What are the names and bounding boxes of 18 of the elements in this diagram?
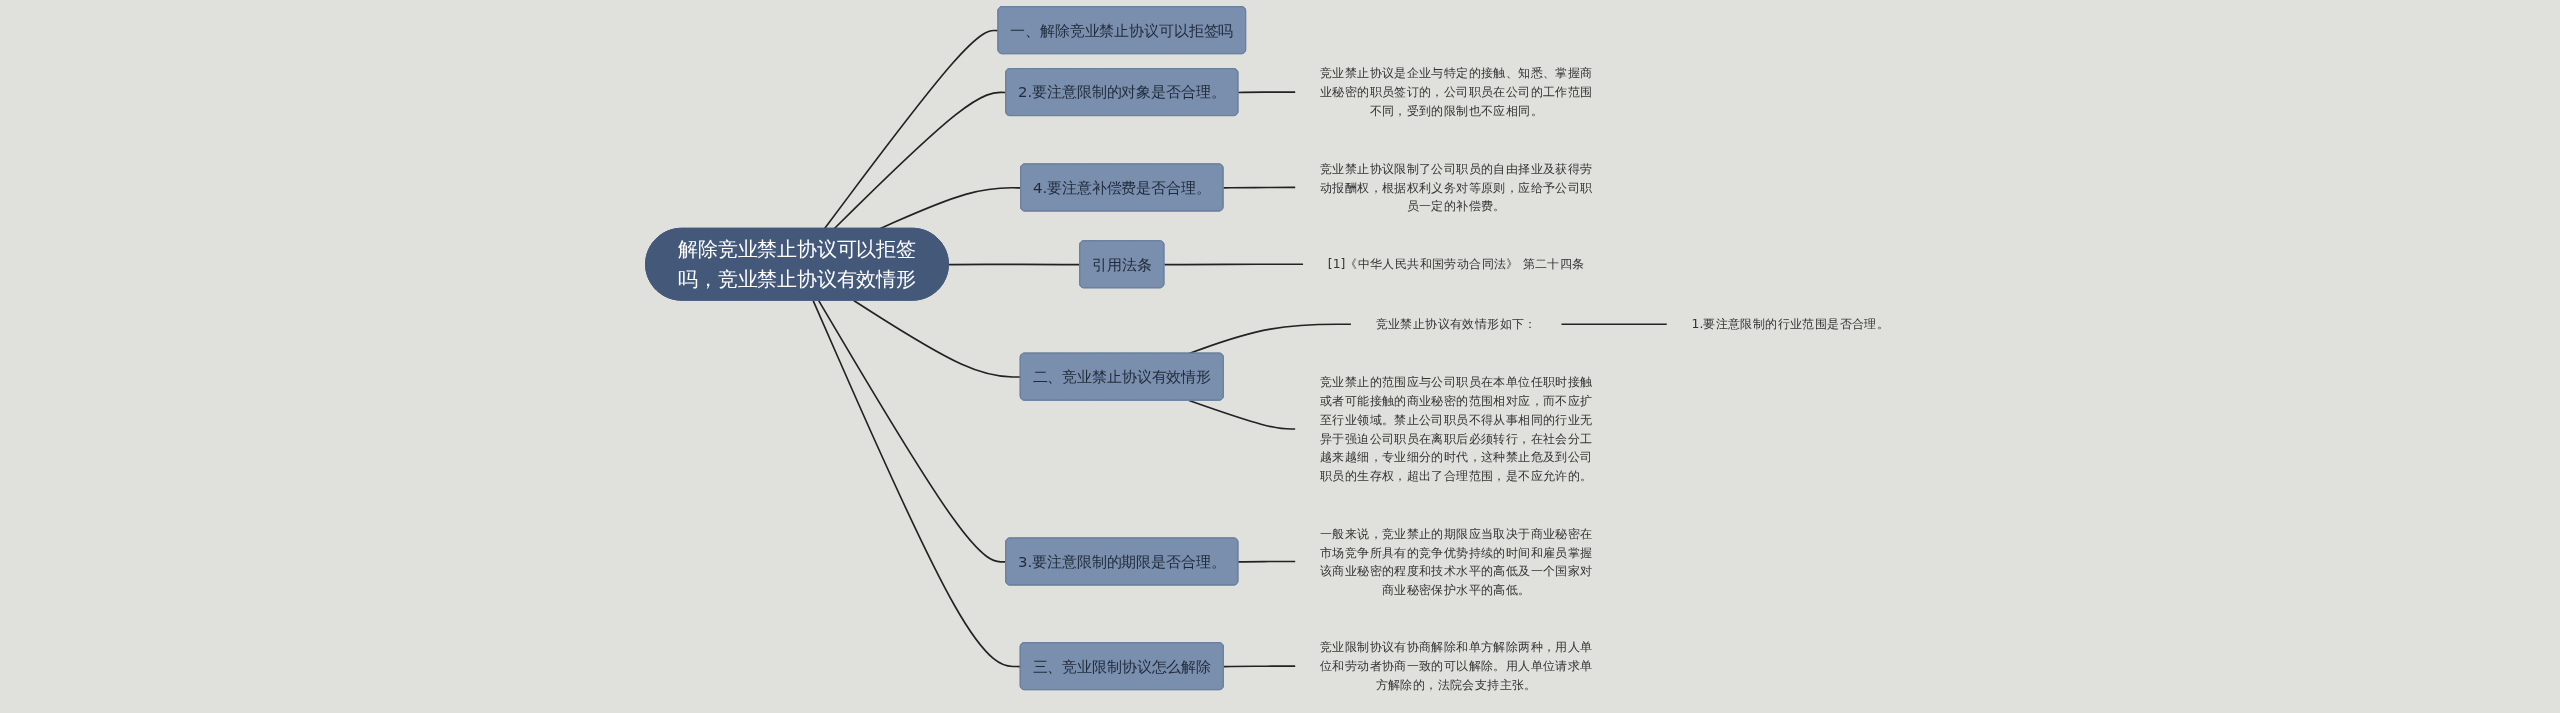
node-text: 竞业限制协议有协商解除和单方解除两种，用人单位和劳动者协商一致的可以解除。用人单位请求单方解除的，法院会支持主张。 (1320, 639, 1593, 692)
node-text: [1]《中华人民共和国劳动合同法》 第二十四条 (1328, 256, 1585, 272)
connector (1223, 665, 1297, 668)
node-text: 竞业禁止协议限制了公司职员的自由择业及获得劳动报酬权，根据权利义务对等原则，应给予公司职员一定的补偿费。 (1320, 161, 1593, 214)
connector (812, 299, 1022, 668)
node-text: 1.要注意限制的行业范围是否合理。 (1691, 316, 1890, 332)
connector (853, 299, 1022, 378)
node-text: 竞业禁止的范围应与公司职员在本单位任职时接触或者可能接触的商业秘密的范围相对应，而不应扩至行业领域。禁止公司职员不得从事相同的行业无异于强迫公司职员在离职后必须转行，在社会分工越来越细，专业细分的时代，这种禁止危及到公司职员的生存权，超出了合理范围，是不应允许的。 (1320, 374, 1593, 483)
node-text: 竞业禁止协议有效情形如下： (1375, 316, 1537, 332)
node-text: 竞业禁止协议是企业与特定的接触、知悉、掌握商业秘密的职员签订的，公司职员在公司的工作范围不同，受到的限制也不应相同。 (1320, 65, 1593, 118)
node-text: 一般来说，竞业禁止的期限应当取决于商业秘密在市场竞争所具有的竞争优势持续的时间和雇员掌握该商业秘密的程度和技术水平的高低及一个国家对商业秘密保护水平的高低。 (1320, 525, 1593, 597)
connector (823, 29, 1000, 230)
connector (1222, 186, 1297, 189)
connector (1237, 560, 1297, 563)
connector (1560, 323, 1668, 326)
connector (1163, 263, 1305, 266)
connector (1237, 91, 1297, 94)
connector (1188, 399, 1297, 430)
